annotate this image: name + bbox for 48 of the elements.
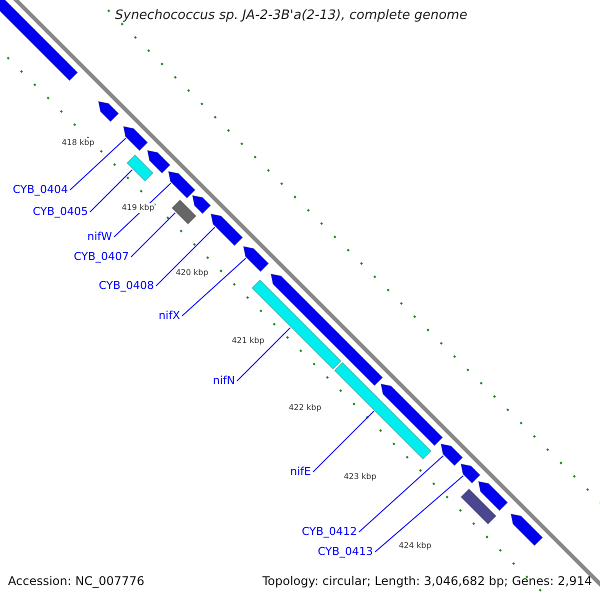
gene-block (460, 488, 497, 525)
gene-label: nifE (290, 465, 311, 479)
gene-label: CYB_0413 (318, 545, 373, 559)
gene-block (334, 362, 432, 460)
gene-block (440, 444, 464, 466)
gene-block (243, 246, 270, 272)
gene-label: CYB_0412 (302, 525, 357, 539)
leader-line (70, 138, 126, 190)
leader-line (374, 475, 464, 552)
leader-line (358, 455, 444, 532)
gene-block (380, 384, 444, 446)
gene-block (210, 214, 244, 246)
gene-block (98, 101, 120, 122)
leader-line (90, 169, 133, 212)
gene-block (478, 481, 508, 512)
accession-text: Accession: NC_007776 (8, 574, 144, 588)
leader-line (236, 327, 291, 382)
gene-block (270, 274, 384, 386)
scale-label: 419 kbp (122, 203, 154, 213)
gene-block (192, 195, 212, 214)
genome-info-text: Topology: circular; Length: 3,046,682 bp; Genes: 2,914 (262, 574, 592, 588)
scale-label: 423 kbp (344, 472, 376, 482)
gene-block (510, 514, 544, 546)
gene-label: CYB_0407 (74, 250, 129, 264)
gene-block (460, 464, 481, 484)
gene-label: nifW (87, 230, 112, 244)
scale-label: 421 kbp (232, 336, 264, 346)
gene-block (126, 154, 154, 182)
gene-block (251, 279, 342, 370)
leader-line (156, 226, 216, 286)
scale-label: 424 kbp (398, 541, 432, 551)
gene-block (147, 150, 171, 174)
gene-label: CYB_0404 (12, 183, 68, 197)
gene-label: CYB_0408 (98, 279, 154, 293)
gene-block (168, 171, 196, 199)
gene-block (123, 126, 148, 152)
leader-line (130, 212, 176, 258)
scale-label: 420 kbp (176, 268, 208, 278)
gene-label: nifX (158, 309, 180, 323)
map-title: Synechococcus sp. JA-2-3B'a(2-13), complete genome (115, 8, 468, 23)
scale-label: 422 kbp (288, 403, 322, 413)
gene-block (171, 199, 197, 225)
leader-line (182, 258, 246, 316)
scale-label: 418 kbp (62, 138, 94, 148)
gene-block (0, 0, 78, 82)
gene-label: CYB_0405 (32, 205, 88, 219)
gene-label: nifN (212, 374, 235, 388)
leader-line (312, 410, 374, 472)
